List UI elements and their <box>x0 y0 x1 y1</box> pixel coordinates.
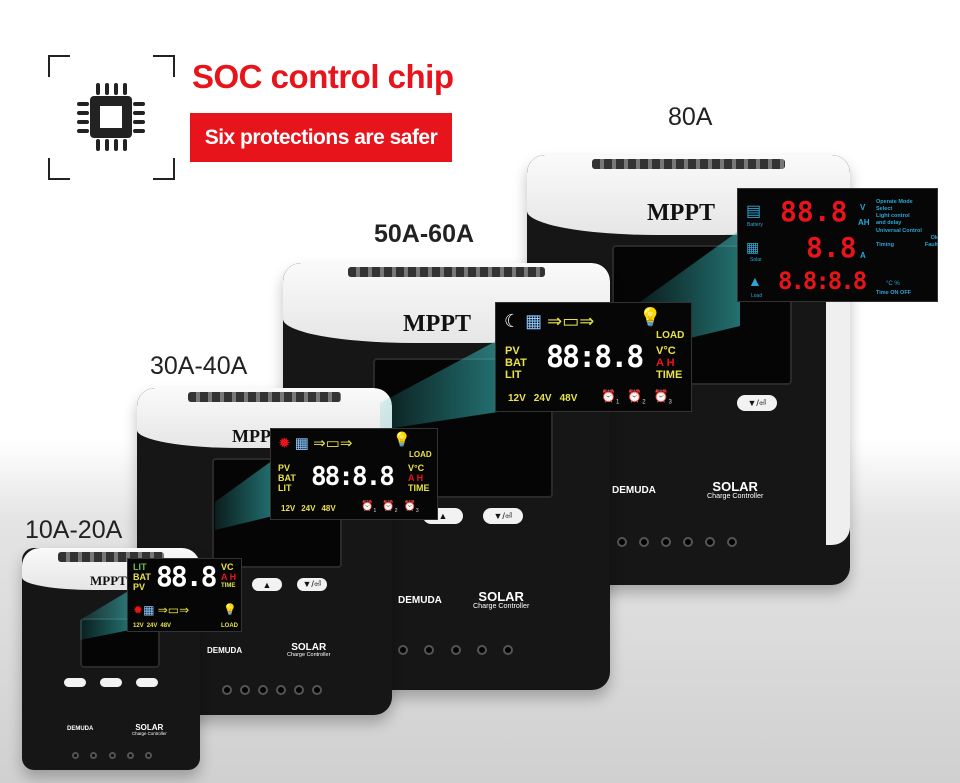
load-icon-label: Load <box>751 293 763 299</box>
model-label-30a-40a: 30A-40A <box>150 352 248 380</box>
mode-text: Universal Control <box>876 227 922 234</box>
up-button[interactable]: ▲ <box>252 578 282 591</box>
brand-logo: DEMUDA <box>207 646 243 655</box>
down-button[interactable]: ▼/⏎ <box>297 578 327 591</box>
menu-button[interactable] <box>64 678 86 687</box>
mode-text: Time ON OFF <box>876 290 912 296</box>
mode-text: Light control <box>876 213 910 220</box>
voltage-12v: 12V <box>133 623 144 629</box>
lit-label: LIT <box>278 482 292 493</box>
unit-label: TIME <box>408 482 430 493</box>
voltage-24v: 24V <box>533 393 552 404</box>
pv-label: PV <box>133 581 146 592</box>
battery-icon-label: Battery <box>747 222 763 228</box>
mppt-logo: MPPT <box>90 573 127 588</box>
terminals <box>617 537 737 547</box>
unit-label: A H <box>656 357 675 370</box>
bulb-icon: 💡 <box>393 431 411 447</box>
timer-icons: ⏰1⏰2⏰3 <box>361 501 419 514</box>
unit-label: TIME <box>656 369 683 382</box>
lcd-display-30a-40a: ✹ ▦ ⇒▭⇒ 💡 LOAD PV BAT LIT 88:8.8 V°C A H… <box>270 428 438 520</box>
voltage-24v: 24V <box>301 504 316 513</box>
voltage-24v: 24V <box>146 623 158 629</box>
brand-logo: DEMUDA <box>612 485 656 496</box>
time-readout: 8.8:8.8 <box>778 267 867 295</box>
mppt-logo: MPPT <box>647 200 715 226</box>
mppt-logo: MPPT <box>403 311 471 337</box>
terminals <box>222 685 322 695</box>
unit-a: A <box>860 251 866 260</box>
current-readout: 8.8 <box>806 231 857 264</box>
lcd-display-50a-60a: ☾ ▦ ⇒▭⇒ 💡 LOAD PV BAT LIT 88:8.8 V°C A H… <box>495 302 692 412</box>
headline: SOC control chip <box>192 58 454 95</box>
bulb-icon: 💡 <box>639 307 662 327</box>
brand-logo: DEMUDA <box>67 726 94 732</box>
timer-icons: ⏰1⏰2⏰3 <box>601 389 672 406</box>
down-button[interactable]: ▼/⏎ <box>483 508 523 524</box>
mode-text: Fault <box>924 241 938 248</box>
unit-temp: °C % <box>886 281 900 287</box>
down-button[interactable] <box>136 678 158 687</box>
pv-label: PV <box>278 463 291 473</box>
mode-text: and delay <box>876 220 902 227</box>
unit-label: TIME <box>221 582 236 589</box>
brand-logo: DEMUDA <box>398 595 442 606</box>
unit-label: V°C <box>656 345 676 357</box>
model-label-50a-60a: 50A-60A <box>374 220 475 248</box>
voltage-12v: 12V <box>508 393 526 404</box>
mode-text: Timing <box>876 241 894 248</box>
bat-label: BAT <box>505 357 527 370</box>
pv-label: PV <box>505 345 520 357</box>
unit-label: A H <box>221 571 237 582</box>
load-label: LOAD <box>221 623 238 629</box>
up-button[interactable] <box>100 678 122 687</box>
bat-label: BAT <box>278 472 296 483</box>
bulb-icon: 💡 <box>223 604 237 616</box>
voltage-12v: 12V <box>281 504 296 513</box>
unit-label: VC <box>221 562 234 572</box>
load-label: LOAD <box>409 450 432 459</box>
unit-ah: AH <box>858 218 870 227</box>
model-label-10a-20a: 10A-20A <box>25 516 123 544</box>
voltage-48v: 48V <box>321 504 336 513</box>
lcd-display-80a: ▤ Battery ▦ Solar ▲ Load 88.8 V AH 8.8 A… <box>737 188 938 302</box>
lit-label: LIT <box>133 562 147 572</box>
terminals <box>398 645 513 655</box>
model-label-80a: 80A <box>668 103 713 131</box>
mode-text: Ok <box>930 234 938 241</box>
main-readout: 88.8 <box>156 560 217 593</box>
unit-v: V <box>860 203 866 212</box>
voltage-readout: 88.8 <box>780 195 848 228</box>
unit-label: A H <box>408 472 424 483</box>
unit-label: V°C <box>408 463 425 473</box>
lit-label: LIT <box>505 369 522 382</box>
mode-text: Select <box>876 206 893 213</box>
load-label: LOAD <box>656 330 685 341</box>
solar-icon-label: Solar <box>750 257 762 263</box>
voltage-48v: 48V <box>160 623 172 629</box>
main-readout: 88:8.8 <box>546 340 644 375</box>
voltage-48v: 48V <box>559 393 578 404</box>
chip-icon-frame <box>48 55 175 180</box>
chip-icon <box>77 83 145 151</box>
terminals <box>72 752 152 759</box>
bat-label: BAT <box>133 571 151 582</box>
subtitle-banner: Six protections are safer <box>190 113 452 162</box>
main-readout: 88:8.8 <box>311 462 395 492</box>
mode-text: Operate Mode <box>876 199 913 205</box>
lcd-display-10a-20a: LIT BAT PV 88.8 VC A H TIME ✹▦ ⇒▭⇒ 💡 12V… <box>127 558 242 632</box>
down-button[interactable]: ▼/⏎ <box>737 395 777 411</box>
